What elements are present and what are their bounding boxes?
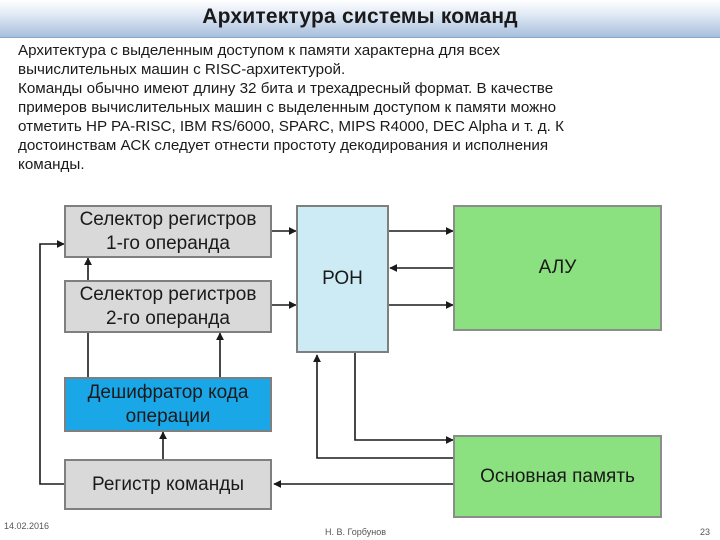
body-line-3: Команды обычно имеют длину 32 бита и тре… [18,80,554,97]
ron-box: РОН [296,205,389,353]
selector-1-line1: Селектор регистров [79,208,257,230]
decoder-line2: операции [125,405,211,427]
arrow-ron-to-memory [354,352,454,444]
arrow-register-to-selector1 [39,240,65,485]
title-bar: Архитектура системы команд [0,0,720,38]
alu-label: АЛУ [538,257,577,278]
body-line-5: отметить HP PA-RISC, IBM RS/6000, SPARC,… [18,118,564,135]
selector-1-line2: 1-го операнда [106,232,230,254]
ron-label: РОН [322,268,363,289]
body-line-1: Архитектура с выделенным доступом к памя… [18,41,708,60]
decoder-line1: Дешифратор кода [87,381,249,403]
instruction-register-box: Регистр команды [64,459,272,510]
selector-1-box: Селектор регистров 1-го операнда [64,205,272,258]
body-text: Архитектура с выделенным доступом к памя… [18,41,708,174]
body-emphasis: Архитектура с выделенным доступом к памя… [18,42,351,59]
alu-box: АЛУ [453,205,662,331]
footer-page: 23 [700,527,711,537]
body-line-2: вычислительных машин с RISC-архитектурой… [18,61,346,78]
instruction-register-label: Регистр команды [92,473,244,495]
selector-2-line1: Селектор регистров [79,283,257,305]
decoder-box: Дешифратор кода операции [64,377,272,432]
body-line-7: команды. [18,156,85,173]
selector-2-line2: 2-го операнда [106,307,230,329]
body-line-6: достоинствам АСК следует отнести простот… [18,137,549,154]
main-memory-label: Основная память [480,465,635,487]
footer-date: 14.02.2016 [4,521,50,531]
selector-2-box: Селектор регистров 2-го операнда [64,280,272,333]
slide-title: Архитектура системы команд [202,5,518,28]
body-line-1-rest: характерна для всех [350,42,500,59]
body-line-4: примеров вычислительных машин с выделенн… [18,99,557,116]
arrow-memory-to-ron [313,354,453,459]
main-memory-box: Основная память [453,435,662,518]
footer-author: Н. В. Горбунов [325,527,387,537]
